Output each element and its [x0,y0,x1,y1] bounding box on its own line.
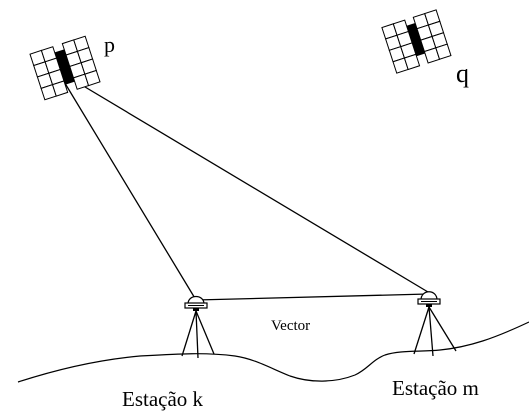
station-k-receiver-icon [181,295,215,359]
satellite-q-label: q [456,59,469,88]
signal-line-p-m [69,77,429,293]
station-m-label: Estação m [392,376,479,400]
signal-line-p-k [59,74,197,301]
baseline-vector-line [195,293,429,301]
station-m-receiver-icon [413,291,457,357]
satellite-q-icon [381,9,452,74]
baseline-vector-label: Vector [271,318,310,334]
terrain-line [17,321,529,383]
satellite-p-label: p [104,32,115,57]
station-k-label: Estação k [122,387,204,411]
satellite-p-icon [29,35,101,101]
